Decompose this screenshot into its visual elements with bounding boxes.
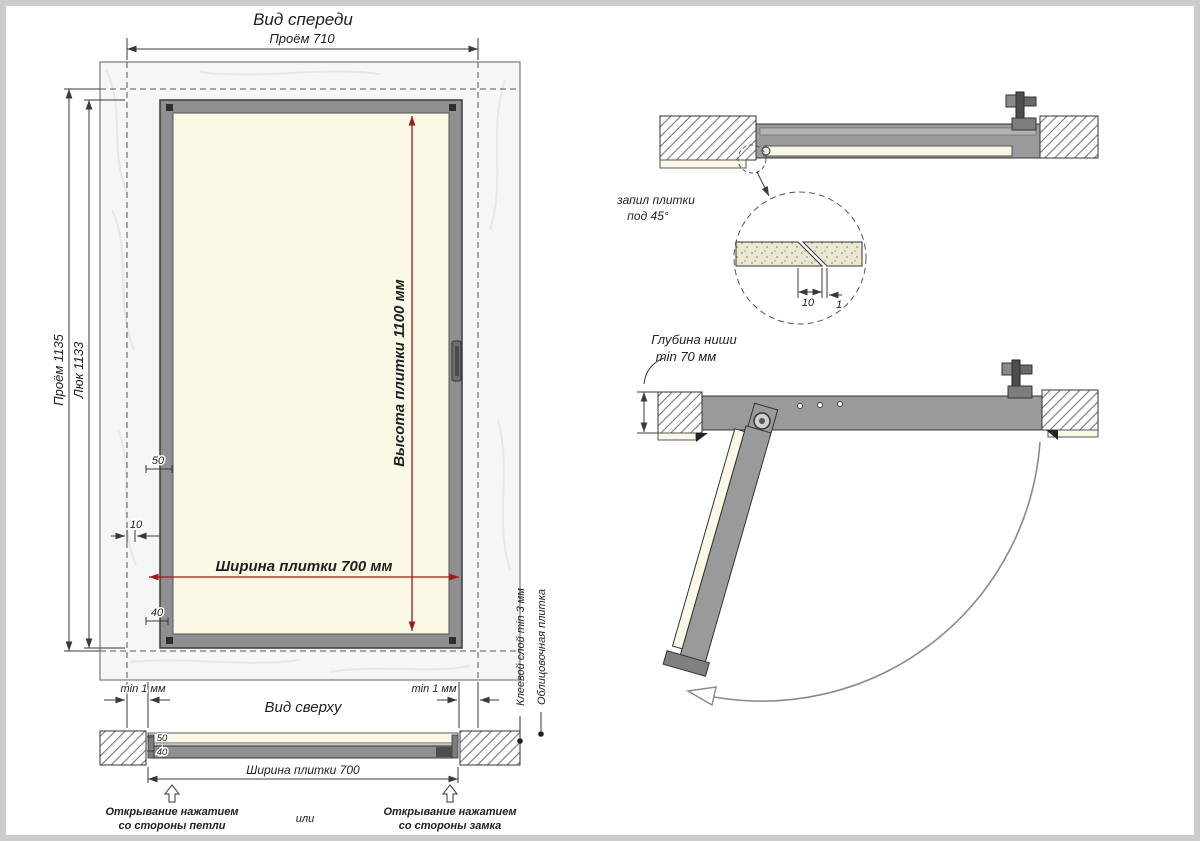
dim-hatch-height-label: Люк 1133 <box>71 341 86 399</box>
door-tile-bevel <box>801 241 863 267</box>
door-end-cap <box>662 650 710 677</box>
top-view-title: Вид сверху <box>265 699 343 716</box>
tile-bevel-mark-right <box>1046 430 1058 440</box>
latch-mechanism-side <box>1001 359 1033 399</box>
hinge-pivot-center <box>759 418 765 424</box>
swing-arc-arrow <box>685 441 1041 707</box>
dim-40-top-label: 40 <box>157 747 168 758</box>
dim-tile-width-front-label: Ширина плитки 700 мм <box>215 558 392 575</box>
dim-tile-width-top: Ширина плитки 700 <box>147 762 459 783</box>
horizontal-section-view: запил плитки под 45° 10 1 <box>615 91 1099 325</box>
open-lock-label-line1: Открывание нажатием <box>383 806 516 818</box>
front-view-title: Вид спереди <box>253 10 353 29</box>
facing-tile-callout: Облицовочная плитка <box>536 589 548 737</box>
dim-40-front-label: 40 <box>151 607 164 619</box>
frame-hole <box>837 401 843 407</box>
dim-50-top-label: 50 <box>157 733 168 744</box>
dim-min-gap-left-label: min 1 мм <box>120 683 165 695</box>
closed-door-section <box>755 123 1041 159</box>
frame-hole <box>797 403 803 409</box>
side-open-view: Глубина ниши min 70 мм <box>637 331 1099 707</box>
lock-handle <box>451 340 462 382</box>
open-hinge-label-line1: Открывание нажатием <box>105 806 238 818</box>
niche-depth-label-line1: Глубина ниши <box>651 332 736 347</box>
dim-40-front: 40 <box>145 606 169 625</box>
door-leaf-open <box>662 402 779 677</box>
dim-niche-depth <box>637 357 665 434</box>
open-lock-label-line2: со стороны замка <box>399 820 502 832</box>
dim-40-top: 40 <box>147 746 169 760</box>
open-hinge-label-line2: со стороны петли <box>119 820 226 832</box>
dim-min-gap-left: min 1 мм <box>104 682 170 728</box>
dim-hatch-height: Люк 1133 <box>70 99 125 649</box>
or-label: или <box>296 813 314 825</box>
niche-depth-label-line2: min 70 мм <box>656 349 717 364</box>
dim-opening-width-label: Проём 710 <box>269 31 335 46</box>
dim-min-gap-right: min 1 мм <box>410 682 499 728</box>
opening-dashed-lines <box>100 62 520 680</box>
lock-section <box>436 747 452 757</box>
side-wall-right <box>1041 389 1099 431</box>
section-wall-left <box>659 115 757 161</box>
tile-cut-label-line2: под 45° <box>627 209 669 223</box>
wall-section-left <box>99 730 147 766</box>
tile-bevel-mark-left <box>696 433 708 442</box>
hinge-pivot-closed <box>761 146 771 156</box>
glue-layer-label: Клеевой слой min 3 мм <box>515 588 527 706</box>
frame-corner-fasteners <box>166 104 456 644</box>
side-wall-right-tile <box>1047 429 1099 438</box>
glue-layer-leader-dot <box>517 738 523 744</box>
dim-opening-height: Проём 1135 <box>50 88 100 652</box>
dim-min-gap-right-label: min 1 мм <box>411 683 456 695</box>
facing-tile-leader-dot <box>538 731 544 737</box>
dim-50-front-label: 50 <box>152 455 165 467</box>
tile-cut-label-line1: запил плитки <box>616 193 695 207</box>
front-view: Вид спереди <box>50 10 521 728</box>
wall-tile-layer <box>659 159 747 169</box>
joint-highlight-circle <box>737 144 767 174</box>
push-open-arrow-right-icon <box>441 784 459 803</box>
dim-10-front: 10 <box>111 518 160 542</box>
dim-tile-width-front: Ширина плитки 700 мм <box>149 558 459 581</box>
push-open-arrow-left-icon <box>163 784 181 803</box>
dim-tile-width-top-label: Ширина плитки 700 <box>246 763 360 777</box>
dim-10-front-label: 10 <box>130 519 143 531</box>
detail-leader-arrow <box>756 171 770 197</box>
door-section <box>147 732 459 759</box>
dim-opening-height-label: Проём 1135 <box>51 333 66 405</box>
dim-tile-height: Высота плитки 1100 мм <box>391 116 416 631</box>
door-tile-layer <box>671 428 746 650</box>
swing-arrowhead-icon <box>685 686 717 707</box>
facing-tile-label: Облицовочная плитка <box>536 589 548 705</box>
dim-tile-height-label: Высота плитки 1100 мм <box>391 279 408 467</box>
side-wall-left <box>657 391 703 434</box>
detail-circle: 10 1 <box>733 191 867 325</box>
wall-section-right <box>459 730 521 766</box>
dim-50-front: 50 <box>145 454 173 473</box>
top-view: Вид сверху 50 40 Ширина плитки 700 <box>99 588 548 834</box>
hinge-section <box>158 748 167 756</box>
section-wall-right <box>1039 115 1099 159</box>
dim-bevel-10-label: 10 <box>802 297 815 309</box>
wall-tile-bevel <box>735 241 824 267</box>
glue-layer-callout: Клеевой слой min 3 мм <box>515 588 527 744</box>
side-wall-left-tile <box>657 432 697 441</box>
hatch-tile <box>172 112 450 635</box>
dim-gap-1-label: 1 <box>836 299 842 311</box>
dim-opening-width: Проём 710 <box>126 30 479 60</box>
frame-hole <box>817 402 823 408</box>
dim-50-top: 50 <box>147 732 169 746</box>
